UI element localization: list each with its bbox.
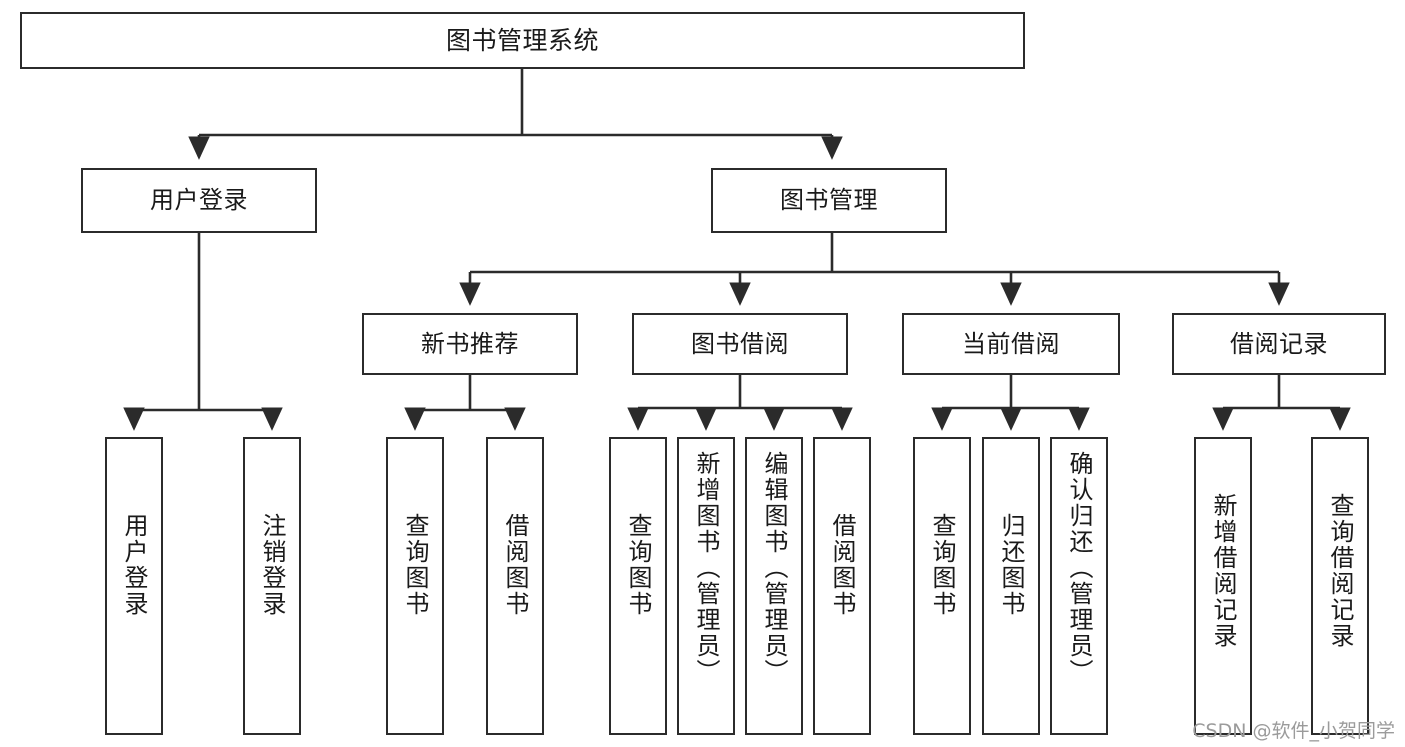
- leaf-query-record[interactable]: 查询借阅记录: [1311, 437, 1369, 735]
- leaf-query-book-2-label: 查询图书: [624, 513, 652, 617]
- node-book-borrow-label: 图书借阅: [691, 329, 789, 358]
- node-book-borrow[interactable]: 图书借阅: [632, 313, 848, 375]
- leaf-user-login[interactable]: 用户登录: [105, 437, 163, 735]
- leaf-query-book-1[interactable]: 查询图书: [386, 437, 444, 735]
- leaf-logout[interactable]: 注销登录: [243, 437, 301, 735]
- node-borrow-record-label: 借阅记录: [1230, 329, 1328, 358]
- node-book-management[interactable]: 图书管理: [711, 168, 947, 233]
- node-root[interactable]: 图书管理系统: [20, 12, 1025, 69]
- leaf-query-book-2[interactable]: 查询图书: [609, 437, 667, 735]
- leaf-query-book-3[interactable]: 查询图书: [913, 437, 971, 735]
- node-new-book-recommend[interactable]: 新书推荐: [362, 313, 578, 375]
- node-book-management-label: 图书管理: [780, 186, 878, 215]
- node-new-book-recommend-label: 新书推荐: [421, 329, 519, 358]
- leaf-user-login-label: 用户登录: [120, 513, 148, 617]
- leaf-query-record-label: 查询借阅记录: [1326, 493, 1354, 649]
- leaf-query-book-1-label: 查询图书: [401, 513, 429, 617]
- leaf-edit-book[interactable]: 编辑图书（管理员）: [745, 437, 803, 735]
- leaf-borrow-book-1-label: 借阅图书: [501, 513, 529, 617]
- node-user-login-label: 用户登录: [150, 186, 248, 215]
- leaf-borrow-book-1[interactable]: 借阅图书: [486, 437, 544, 735]
- node-user-login[interactable]: 用户登录: [81, 168, 317, 233]
- node-root-label: 图书管理系统: [445, 25, 599, 55]
- leaf-return-book[interactable]: 归还图书: [982, 437, 1040, 735]
- node-borrow-record[interactable]: 借阅记录: [1172, 313, 1386, 375]
- node-current-borrow-label: 当前借阅: [962, 329, 1060, 358]
- leaf-add-book[interactable]: 新增图书（管理员）: [677, 437, 735, 735]
- leaf-add-record-label: 新增借阅记录: [1209, 493, 1237, 649]
- watermark-text: CSDN @软件_小贺同学: [1192, 720, 1395, 742]
- leaf-confirm-return-label: 确认归还（管理员）: [1065, 451, 1093, 685]
- leaf-logout-label: 注销登录: [258, 513, 286, 617]
- leaf-return-book-label: 归还图书: [997, 513, 1025, 617]
- leaf-borrow-book-2[interactable]: 借阅图书: [813, 437, 871, 735]
- leaf-add-book-label: 新增图书（管理员）: [692, 451, 720, 685]
- leaf-query-book-3-label: 查询图书: [928, 513, 956, 617]
- node-current-borrow[interactable]: 当前借阅: [902, 313, 1120, 375]
- leaf-add-record[interactable]: 新增借阅记录: [1194, 437, 1252, 735]
- leaf-edit-book-label: 编辑图书（管理员）: [760, 451, 788, 685]
- leaf-confirm-return[interactable]: 确认归还（管理员）: [1050, 437, 1108, 735]
- leaf-borrow-book-2-label: 借阅图书: [828, 513, 856, 617]
